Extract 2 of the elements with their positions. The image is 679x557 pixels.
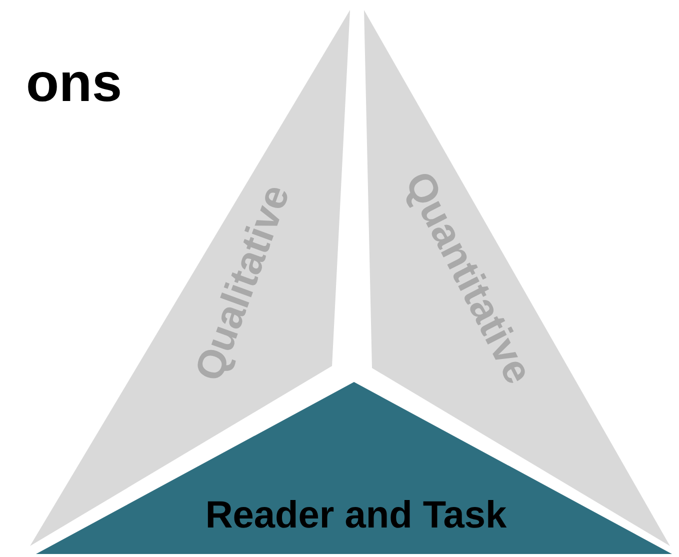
segment-label: Reader and Task xyxy=(205,494,507,538)
heading: ons xyxy=(26,52,122,114)
